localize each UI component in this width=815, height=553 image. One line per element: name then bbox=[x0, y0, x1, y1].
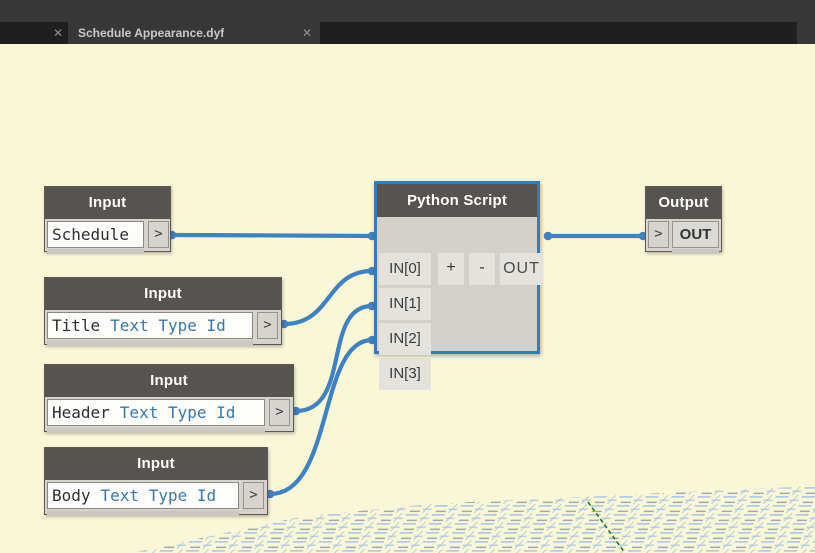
node-input-title[interactable]: Input Title Text Type Id > bbox=[44, 277, 282, 346]
background-preview-grid bbox=[131, 486, 815, 553]
node-input-schedule[interactable]: Input Schedule > bbox=[44, 186, 171, 254]
output-port-out[interactable]: OUT bbox=[500, 253, 543, 285]
node-footer bbox=[47, 511, 239, 516]
node-input-header[interactable]: Input Header Text Type Id > bbox=[44, 364, 294, 433]
param-type: Text Type Id bbox=[110, 316, 226, 335]
node-title[interactable]: Python Script bbox=[377, 184, 537, 217]
input-port-in3[interactable]: IN[3] bbox=[379, 358, 431, 390]
node-title[interactable]: Output bbox=[646, 187, 721, 219]
input-port-in2[interactable]: IN[2] bbox=[379, 323, 431, 355]
port-nub bbox=[543, 231, 553, 241]
node-title[interactable]: Input bbox=[45, 365, 293, 397]
input-name-field[interactable]: Header Text Type Id bbox=[47, 399, 265, 426]
param-name: Body bbox=[52, 486, 91, 505]
node-python-script[interactable]: Python Script IN[0] IN[1] IN[2] IN[3] + … bbox=[374, 181, 543, 390]
param-name: Schedule bbox=[52, 225, 130, 244]
input-port-in0[interactable]: IN[0] bbox=[379, 253, 431, 285]
param-name: Header bbox=[52, 403, 110, 422]
tab-schedule-appearance[interactable]: Schedule Appearance.dyf ✕ bbox=[68, 22, 320, 44]
input-name-field[interactable]: Title Text Type Id bbox=[47, 312, 253, 339]
node-input-body[interactable]: Input Body Text Type Id > bbox=[44, 447, 268, 516]
node-footer bbox=[47, 428, 265, 433]
input-name-field[interactable]: Schedule bbox=[47, 221, 144, 248]
input-name-field[interactable]: Body Text Type Id bbox=[47, 482, 239, 509]
node-title[interactable]: Input bbox=[45, 187, 170, 219]
close-icon[interactable]: ✕ bbox=[52, 26, 63, 40]
tab-bar: ✕ Schedule Appearance.dyf ✕ bbox=[0, 22, 815, 44]
output-name-field[interactable]: OUT bbox=[672, 221, 719, 248]
add-port-button[interactable]: + bbox=[438, 253, 464, 285]
grid-axis-line bbox=[587, 501, 626, 553]
output-port[interactable]: > bbox=[269, 399, 290, 426]
param-name: Title bbox=[52, 316, 101, 335]
node-footer bbox=[47, 249, 144, 254]
node-footer bbox=[672, 249, 719, 254]
output-port[interactable]: > bbox=[148, 221, 169, 248]
output-port[interactable]: > bbox=[243, 482, 264, 509]
param-type: Text Type Id bbox=[119, 403, 236, 422]
node-footer bbox=[47, 341, 253, 346]
close-icon[interactable]: ✕ bbox=[301, 26, 312, 40]
node-output[interactable]: Output > OUT bbox=[645, 186, 722, 254]
input-port-in1[interactable]: IN[1] bbox=[379, 288, 431, 320]
tab-bar-right-cap bbox=[797, 22, 815, 44]
tab-label: Schedule Appearance.dyf bbox=[78, 26, 225, 40]
wire-body-to-in3[interactable] bbox=[267, 337, 375, 497]
input-port[interactable]: > bbox=[648, 221, 669, 248]
remove-port-button[interactable]: - bbox=[469, 253, 495, 285]
wire-schedule-to-in0[interactable] bbox=[169, 232, 375, 239]
node-title[interactable]: Input bbox=[45, 278, 281, 310]
wire-title-to-in1[interactable] bbox=[281, 268, 375, 327]
tab-home[interactable]: ✕ bbox=[0, 22, 68, 44]
param-type: Text Type Id bbox=[100, 486, 217, 505]
output-port[interactable]: > bbox=[257, 312, 278, 339]
title-strip bbox=[0, 0, 815, 22]
wire-header-to-in2[interactable] bbox=[293, 303, 375, 414]
node-title[interactable]: Input bbox=[45, 448, 267, 480]
